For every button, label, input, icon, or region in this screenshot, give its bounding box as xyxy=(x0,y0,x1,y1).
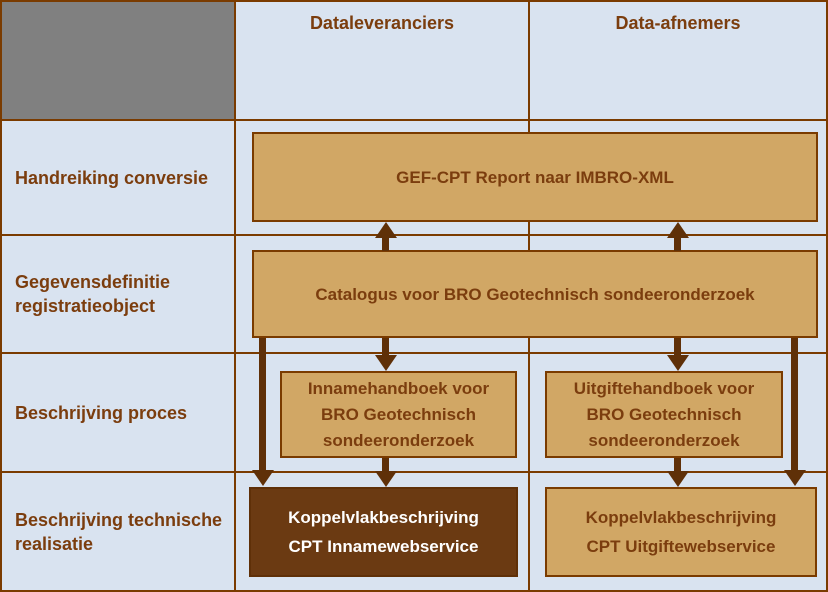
arrow-catalogus-to-innamehandboek-icon xyxy=(382,338,389,355)
box-text-line: CPT Uitgiftewebservice xyxy=(586,537,776,556)
box-text-line: Uitgiftehandboek voor xyxy=(573,378,755,398)
box-text-line: GEF-CPT Report naar IMBRO-XML xyxy=(396,167,674,187)
row-label-gegevensdefinitie: Gegevensdefinitie registratieobject xyxy=(2,236,236,354)
box-koppelvlak-innamewebservice: Koppelvlakbeschrijving CPT Innamewebserv… xyxy=(249,487,518,577)
row-label-line: Handreiking conversie xyxy=(15,167,209,188)
box-gef-cpt-report: GEF-CPT Report naar IMBRO-XML xyxy=(252,132,818,222)
box-text-line: Catalogus voor BRO Geotechnisch sondeero… xyxy=(315,284,755,304)
box-text-line: CPT Innamewebservice xyxy=(288,537,479,556)
header-label: Data-afnemers xyxy=(615,13,741,33)
box-innamehandboek: Innamehandboek voor BRO Geotechnisch son… xyxy=(280,371,517,458)
box-uitgiftehandboek: Uitgiftehandboek voor BRO Geotechnisch s… xyxy=(545,371,783,458)
row-label-line: Beschrijving technische xyxy=(15,509,223,530)
arrow-catalogus-to-gef-right-icon xyxy=(674,238,681,251)
arrow-catalogus-to-gef-left-icon xyxy=(382,238,389,251)
arrow-catalogus-to-koppelvlak-inname-long-icon xyxy=(259,338,266,470)
header-data-afnemers: Data-afnemers xyxy=(530,2,826,121)
arrow-uitgiftehandboek-to-koppelvlak-icon xyxy=(674,458,681,471)
arrow-catalogus-to-uitgiftehandboek-icon xyxy=(674,338,681,355)
header-dataleveranciers: Dataleveranciers xyxy=(236,2,530,121)
header-label: Dataleveranciers xyxy=(309,13,455,33)
box-text-line: Koppelvlakbeschrijving xyxy=(288,508,479,527)
box-text-line: Koppelvlakbeschrijving xyxy=(585,508,777,527)
box-catalogus: Catalogus voor BRO Geotechnisch sondeero… xyxy=(252,250,818,338)
row-label-beschrijving-proces: Beschrijving proces xyxy=(2,354,236,473)
row-label-line: Beschrijving proces xyxy=(15,402,188,423)
arrow-innamehandboek-to-koppelvlak-icon xyxy=(382,458,389,471)
box-text-line: BRO Geotechnisch xyxy=(586,404,742,424)
box-koppelvlak-uitgiftewebservice: Koppelvlakbeschrijving CPT Uitgiftewebse… xyxy=(545,487,817,577)
grid-cell xyxy=(236,473,530,590)
box-text-line: BRO Geotechnisch xyxy=(321,404,476,424)
row-label-line: realisatie xyxy=(15,533,94,554)
box-text-line: Innamehandboek voor xyxy=(307,378,490,398)
row-label-handreiking-conversie: Handreiking conversie xyxy=(2,121,236,236)
row-label-line: Gegevensdefinitie xyxy=(15,272,171,292)
row-label-line: registratieobject xyxy=(15,296,156,316)
box-text-line: sondeeronderzoek xyxy=(322,430,475,450)
box-text-line: sondeeronderzoek xyxy=(588,430,740,450)
corner-cell xyxy=(2,2,236,121)
row-label-beschrijving-technische-realisatie: Beschrijving technische realisatie xyxy=(2,473,236,590)
arrow-catalogus-to-koppelvlak-uitgifte-long-icon xyxy=(791,338,798,470)
